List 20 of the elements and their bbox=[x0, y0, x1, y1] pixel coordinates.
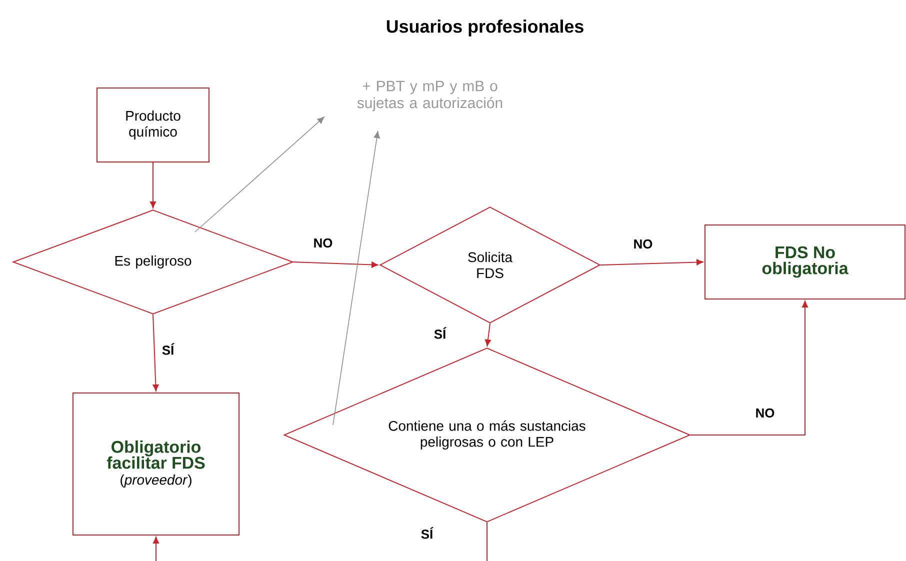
note-text: + PBT y mP y mB o sujetas a autorización bbox=[357, 80, 502, 112]
arrow bbox=[194, 116, 324, 232]
arrow bbox=[152, 314, 159, 392]
arrow bbox=[150, 162, 156, 208]
process-box: Obligatorio facilitar FDS (proveedor) bbox=[72, 392, 240, 536]
process-box: Producto químico bbox=[96, 88, 210, 162]
edge-label: SÍ bbox=[160, 342, 176, 356]
arrow bbox=[600, 259, 704, 266]
edge-label: NO bbox=[312, 237, 334, 249]
edge-label: SÍ bbox=[420, 526, 434, 540]
arrow bbox=[152, 536, 160, 561]
arrow bbox=[690, 300, 808, 436]
edge-label: NO bbox=[754, 407, 776, 419]
arrow bbox=[293, 262, 378, 268]
arrow bbox=[484, 323, 491, 346]
arrow bbox=[332, 131, 380, 426]
edge-label: SÍ bbox=[432, 326, 448, 340]
edge-label: NO bbox=[632, 238, 654, 250]
title: Usuarios profesionales bbox=[386, 20, 584, 36]
process-box: FDS No obligatoria bbox=[704, 224, 906, 300]
